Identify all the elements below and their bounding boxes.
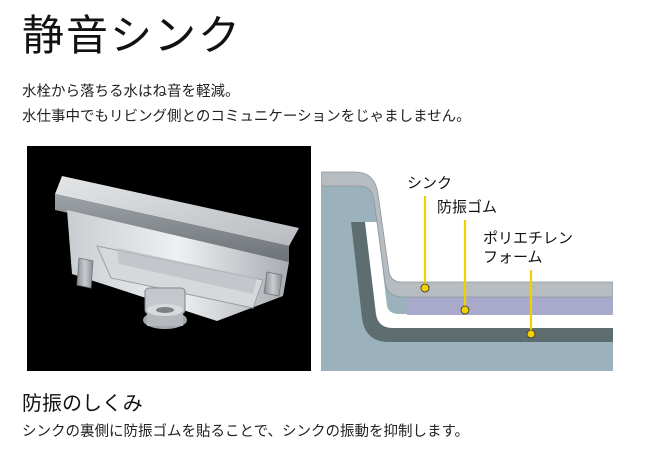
sink-leader-dot <box>420 283 430 293</box>
sink-underside-photo <box>27 146 311 371</box>
description-line-1: 水栓から落ちる水はね音を軽減。 <box>22 84 240 100</box>
description: 水栓から落ちる水はね音を軽減。 水仕事中でもリビング側とのコミュニケーションをじ… <box>22 80 471 130</box>
page-title: 静音シンク <box>22 11 243 60</box>
cross-section-diagram: シンク 防振ゴム ポリエチレン フォーム <box>321 146 613 371</box>
description-line-2: 水仕事中でもリビング側とのコミュニケーションをじゃましません。 <box>22 109 471 125</box>
gap-layer <box>365 222 613 328</box>
foam-label-line-1: ポリエチレン <box>483 229 573 247</box>
rubber-layer <box>407 297 613 315</box>
rubber-leader-dot <box>460 305 470 315</box>
sink-layers-diagram: シンク 防振ゴム ポリエチレン フォーム <box>321 146 613 371</box>
mechanism-caption: シンクの裏側に防振ゴムを貼ることで、シンクの振動を抑制します。 <box>22 424 470 440</box>
foam-label-line-2: フォーム <box>483 248 543 266</box>
sink-layer <box>321 171 613 298</box>
diagram-upper-area <box>321 146 613 282</box>
rubber-label: 防振ゴム <box>437 198 497 216</box>
foam-layer <box>351 222 613 342</box>
sink-underside-illustration <box>55 176 299 329</box>
sink-label: シンク <box>407 174 452 192</box>
mechanism-heading: 防振のしくみ <box>22 391 143 415</box>
foam-leader-dot <box>526 329 536 339</box>
